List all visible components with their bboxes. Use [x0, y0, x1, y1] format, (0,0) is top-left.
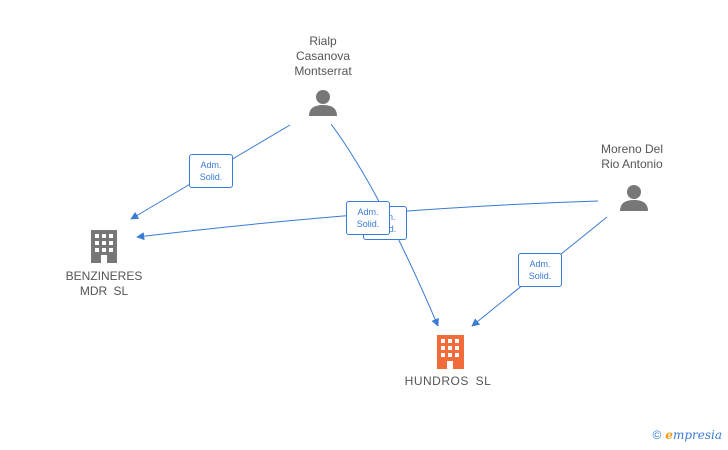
brand-name: mpresia	[672, 428, 722, 442]
empresia-logo[interactable]: ©empresia	[652, 428, 722, 442]
person-icon-rialp[interactable]	[309, 90, 337, 116]
node-label-moreno[interactable]: Moreno Del Rio Antonio	[600, 142, 664, 171]
edge-label-rialp-benzineres: Adm. Solid.	[189, 154, 233, 188]
node-label-hundros[interactable]: HUNDROS SL	[404, 374, 492, 388]
building-icon-hundros[interactable]	[437, 335, 464, 369]
person-icon-moreno[interactable]	[620, 185, 648, 211]
edge-label-moreno-hundros: Adm. Solid.	[518, 253, 562, 287]
edge-label-moreno-benzineres: Adm. Solid.	[346, 201, 390, 235]
node-label-rialp[interactable]: Rialp Casanova Montserrat	[294, 34, 352, 78]
copyright-symbol: ©	[652, 428, 662, 442]
building-icon-benzineres[interactable]	[91, 230, 117, 263]
brand-initial: e	[665, 428, 673, 442]
node-label-benzineres[interactable]: BENZINERES MDR SL	[65, 269, 143, 298]
